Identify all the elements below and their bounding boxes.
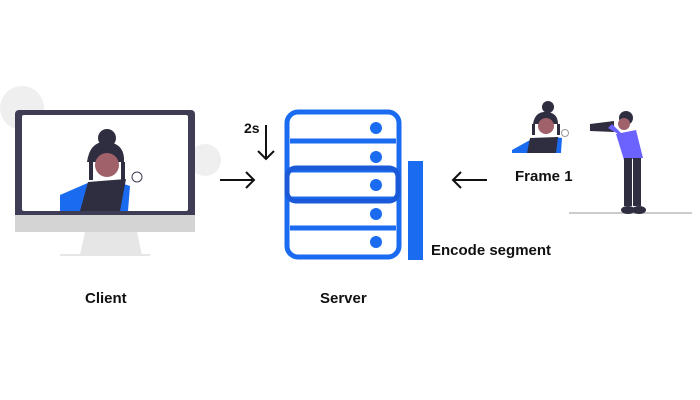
decor-bubble bbox=[189, 144, 221, 176]
photographer-icon bbox=[569, 111, 692, 214]
arrow-right-icon bbox=[220, 171, 256, 189]
server-highlighted-slot bbox=[284, 165, 401, 204]
frame-label: Frame 1 bbox=[515, 168, 573, 185]
client-monitor-icon bbox=[15, 110, 195, 256]
server-icon bbox=[284, 109, 402, 260]
arrow-down-icon bbox=[257, 125, 275, 161]
interval-label: 2s bbox=[244, 120, 260, 136]
frame-person-icon bbox=[512, 101, 569, 153]
arrow-left-icon bbox=[451, 171, 487, 189]
server-label: Server bbox=[320, 290, 367, 307]
person-on-screen-icon bbox=[60, 129, 143, 211]
encode-segment-label: Encode segment bbox=[431, 242, 552, 259]
client-label: Client bbox=[85, 290, 127, 307]
encode-segment-bar bbox=[408, 161, 423, 260]
